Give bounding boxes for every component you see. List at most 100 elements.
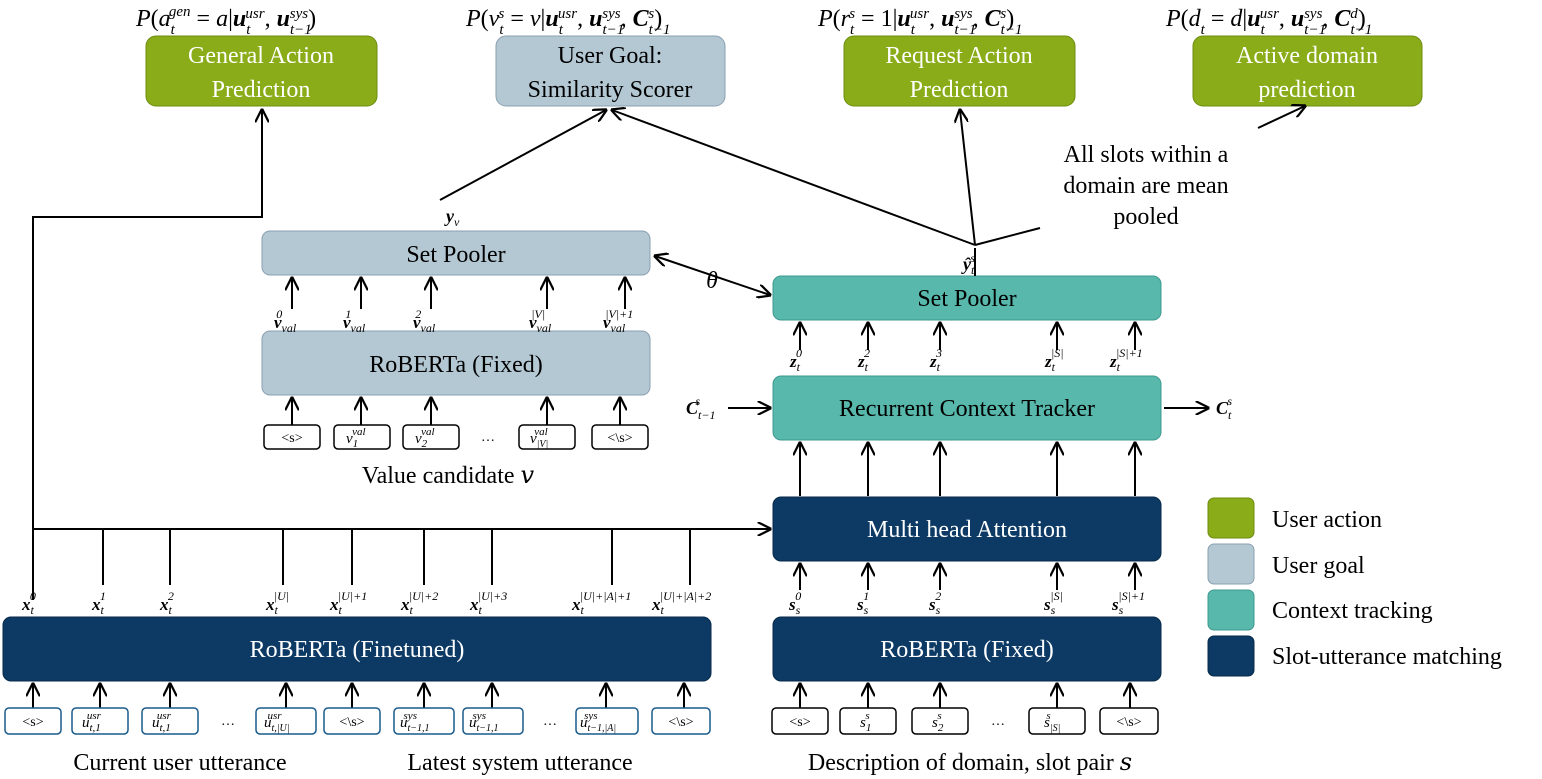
formula-domain: P(dt = d|utusr, ut−1sys, Ct−1d) — [1165, 6, 1372, 38]
arrow-ys-to-request — [960, 110, 976, 246]
roberta-fixed-left-label: RoBERTa (Fixed) — [369, 352, 543, 378]
user-goal-label-2: Similarity Scorer — [528, 77, 693, 103]
svg-text:zt|S|+1: zt|S|+1 — [1109, 346, 1143, 374]
caption-value-candidate: Value candidate 𝑣 — [362, 463, 535, 489]
svg-text:vval2: vval2 — [413, 307, 436, 335]
svg-text:ut,1usr: ut,1usr — [152, 710, 172, 734]
user-goal-box: User Goal: Similarity Scorer — [495, 35, 726, 107]
svg-text:…: … — [481, 430, 495, 445]
x-vector-labels: xt0 xt1 xt2 xt|U| xt|U|+1 xt|U|+2 xt|U|+… — [21, 589, 711, 617]
label-y-v: yv — [444, 206, 460, 229]
svg-text:ss|S|: ss|S| — [1043, 589, 1063, 617]
legend-swatch-user-action — [1207, 497, 1255, 539]
legend-swatch-user-goal — [1207, 543, 1255, 585]
svg-text:P(dt = d|utusr, ut−1sys, Ct−1d: P(dt = d|utusr, ut−1sys, Ct−1d) — [1165, 6, 1372, 38]
active-domain-label-2: prediction — [1258, 77, 1355, 103]
multi-head-attention: Multi head Attention — [772, 496, 1162, 562]
caption-description: Description of domain, slot pair 𝑠 — [808, 750, 1132, 776]
request-action-label-1: Request Action — [885, 43, 1032, 69]
svg-text:P(rts = 1|utusr, ut−1sys, Ct−1: P(rts = 1|utusr, ut−1sys, Ct−1s) — [817, 6, 1022, 38]
svg-text:…: … — [221, 714, 235, 729]
set-pooler-right-label: Set Pooler — [917, 286, 1016, 312]
request-action-box: Request Action Prediction — [843, 35, 1076, 107]
svg-text:xt|U|+1: xt|U|+1 — [329, 589, 367, 617]
svg-text:…: … — [991, 714, 1005, 729]
svg-text:ss|S|+1: ss|S|+1 — [1111, 589, 1145, 617]
legend-label-user-goal: User goal — [1272, 553, 1365, 579]
theta-shared-arrow — [655, 256, 770, 295]
svg-text:s2s: s2s — [932, 710, 944, 734]
active-domain-box: Active domain prediction — [1192, 35, 1423, 107]
svg-text:xt2: xt2 — [159, 589, 174, 617]
svg-text:xt1: xt1 — [91, 589, 106, 617]
svg-text:zt3: zt3 — [929, 346, 942, 374]
caption-latest-system: Latest system utterance — [407, 750, 632, 776]
svg-text:vval1: vval1 — [343, 307, 366, 335]
roberta-fixed-left: RoBERTa (Fixed) — [261, 330, 651, 396]
general-action-label-1: General Action — [188, 43, 334, 69]
set-pooler-left-label: Set Pooler — [406, 242, 505, 268]
label-y-hat-s: ŷts — [961, 251, 975, 277]
roberta-fixed-right-label: RoBERTa (Fixed) — [880, 637, 1054, 663]
svg-text:xt|U|+|A|+1: xt|U|+|A|+1 — [571, 589, 631, 617]
svg-text:vval|V|+1: vval|V|+1 — [603, 307, 633, 335]
svg-text:vval0: vval0 — [274, 307, 297, 335]
caption-current-user: Current user utterance — [73, 750, 286, 776]
annotation-line-1: All slots within a — [1064, 142, 1229, 168]
slot-description-tokens: <s> s1s s2s … s|S|s <\s> — [771, 684, 1159, 735]
svg-text:ut,1usr: ut,1usr — [82, 710, 102, 734]
value-candidate-tokens: <s> v1val v2val … v|V|val <\s> — [263, 398, 649, 450]
label-c-prev: Ct−1s — [686, 394, 715, 422]
svg-text:zt2: zt2 — [857, 346, 870, 374]
svg-text:<s>: <s> — [22, 715, 43, 730]
recurrent-context-label: Recurrent Context Tracker — [839, 396, 1095, 422]
arrow-yv-to-goal — [439, 110, 606, 201]
x-vector-lines — [102, 529, 691, 585]
svg-text:vval|V|: vval|V| — [529, 307, 552, 335]
svg-text:…: … — [543, 714, 557, 729]
user-goal-label-1: User Goal: — [558, 43, 663, 69]
annotation-line-3: pooled — [1113, 204, 1178, 230]
legend: User action User goal Context tracking S… — [1207, 497, 1502, 677]
theta-label: θ — [706, 268, 718, 294]
annotation-mean-pooled: All slots within a domain are mean poole… — [1063, 142, 1228, 230]
roberta-fixed-right: RoBERTa (Fixed) — [772, 616, 1162, 682]
arrow-to-active-domain — [1257, 106, 1305, 129]
legend-swatch-context-tracking — [1207, 589, 1255, 631]
roberta-finetuned: RoBERTa (Finetuned) — [2, 616, 712, 682]
svg-text:<\s>: <\s> — [339, 715, 364, 730]
label-c-current: Cts — [1216, 394, 1232, 422]
svg-text:s1s: s1s — [860, 710, 871, 734]
arrow-to-general-action — [32, 110, 262, 600]
svg-text:xt|U|+|A|+2: xt|U|+|A|+2 — [651, 589, 711, 617]
svg-text:P(vts = v|utusr, ut−1sys, Ct−1: P(vts = v|utusr, ut−1sys, Ct−1s) — [465, 6, 670, 38]
z-vectors: zt0 zt2 zt3 zt|S| zt|S|+1 — [789, 323, 1143, 374]
svg-text:xt|U|+3: xt|U|+3 — [469, 589, 507, 617]
utterance-tokens: <s> ut,1usr ut,1usr … ut,|U|usr <\s> ut−… — [4, 684, 711, 735]
formula-general: P(atgen = a|utusr, ut−1sys) — [135, 4, 316, 38]
svg-text:ss2: ss2 — [928, 589, 941, 617]
formula-goal: P(vts = v|utusr, ut−1sys, Ct−1s) — [465, 6, 670, 38]
arrow-ys-to-annotation — [974, 227, 1041, 246]
legend-label-user-action: User action — [1272, 507, 1382, 533]
recurrent-context-tracker: Recurrent Context Tracker — [772, 375, 1162, 441]
svg-text:<\s>: <\s> — [607, 431, 632, 446]
annotation-line-2: domain are mean — [1063, 173, 1228, 199]
svg-text:ss1: ss1 — [856, 589, 869, 617]
mha-label: Multi head Attention — [867, 517, 1067, 543]
svg-text:ss0: ss0 — [788, 589, 801, 617]
set-pooler-right: Set Pooler — [772, 275, 1162, 321]
svg-text:xt|U|: xt|U| — [265, 589, 289, 617]
formula-request: P(rts = 1|utusr, ut−1sys, Ct−1s) — [817, 6, 1022, 38]
arrow-ys-to-goal — [612, 110, 976, 246]
svg-text:<\s>: <\s> — [668, 715, 693, 730]
v-val-vectors: vval0 vval1 vval2 vval|V| vval|V|+1 — [274, 278, 633, 335]
svg-text:<s>: <s> — [281, 431, 302, 446]
svg-text:P(atgen = a|utusr, ut−1sys): P(atgen = a|utusr, ut−1sys) — [135, 4, 316, 38]
set-pooler-left: Set Pooler — [261, 230, 651, 276]
mha-to-rct-arrows — [800, 443, 1135, 496]
svg-text:<s>: <s> — [789, 715, 810, 730]
general-action-box: General Action Prediction — [145, 35, 378, 107]
